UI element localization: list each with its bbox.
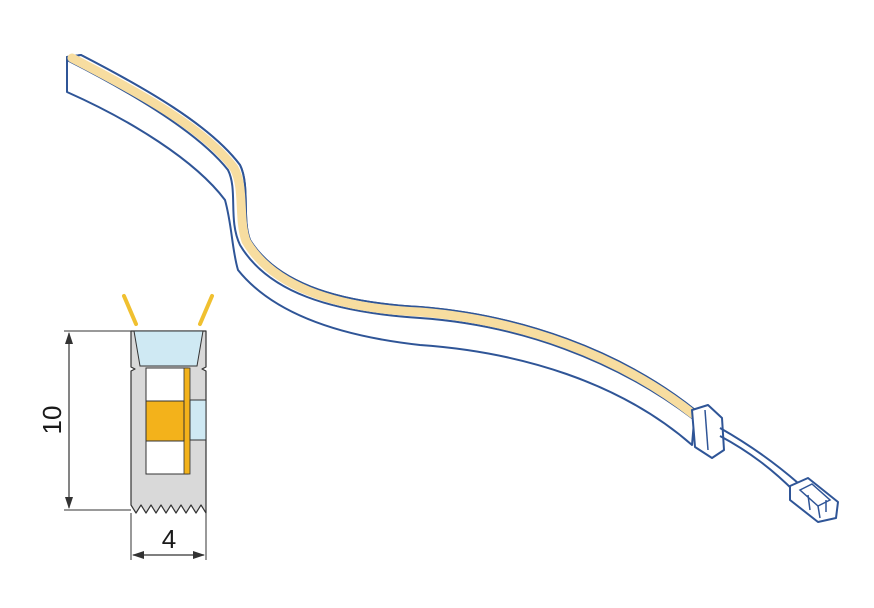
- height-arrow-top: [65, 332, 73, 344]
- width-arrow-right: [193, 551, 205, 559]
- cable-and-connector: [719, 427, 839, 523]
- connector-detail-1: [798, 483, 832, 507]
- flexible-led-strip: [66, 53, 725, 459]
- cable-wire-1: [719, 427, 799, 484]
- connector-plug: [789, 477, 839, 523]
- strip-led-glow: [67, 53, 698, 419]
- connector-detail-2: [807, 494, 827, 519]
- light-ray-left: [122, 294, 138, 326]
- pcb-board: [183, 367, 191, 475]
- side-window: [189, 399, 207, 441]
- height-arrow-bottom: [65, 497, 73, 509]
- dimension-lines: 10 4: [37, 330, 207, 560]
- diffuser-top: [133, 330, 204, 367]
- light-ray-right: [198, 294, 214, 326]
- width-arrow-left: [132, 551, 144, 559]
- end-cap-seam: [704, 409, 709, 451]
- cross-section: [122, 294, 214, 514]
- height-label: 10: [37, 406, 67, 435]
- width-label: 4: [162, 524, 176, 554]
- led-chip: [145, 400, 185, 442]
- strip-end-cap: [691, 404, 725, 459]
- cable-wire-2: [719, 435, 796, 493]
